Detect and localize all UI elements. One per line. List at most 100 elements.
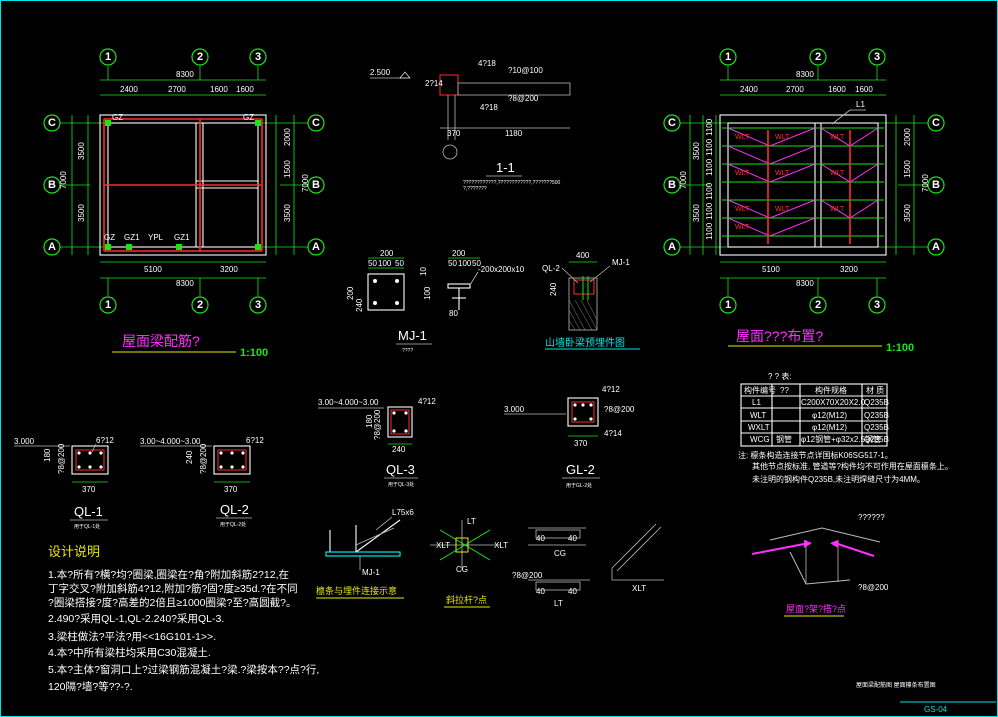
left-plan: 1 2 3 8300 2400 2700 1600 1600 C B A C B… [43,48,325,359]
member-label: WLT [735,170,750,177]
detail-label: XLT [436,541,450,550]
dim-text: 50 [472,259,481,268]
rebar-label: ?8@200 [57,443,66,474]
rebar-label: ?8@200 [508,94,539,103]
grid-label: 3 [255,51,261,63]
note-line: 1.本?所有?横?均?圈梁,圈梁在?角?附加斜筋2?12,在 [48,568,289,581]
section-1-1: 2.500 4?18 ?10@100 2?14 ?8@200 4?18 370 … [370,59,571,192]
table-cell: WXLT [748,423,770,432]
dim-text: 2700 [168,85,186,94]
detail-label: L75x6 [392,508,414,517]
dim-text: 2000 [283,128,292,146]
elevation-text: 3.00~4.000~3.00 [140,437,201,446]
table-cell: φ12钢管+φ32x2.5钢管 [801,434,881,444]
dim-text: 3200 [840,265,858,274]
dim-text: 1100 [705,222,714,240]
dim-text: 1500 [903,160,912,178]
dim-text: 2400 [120,85,138,94]
note-line: 120隔?墙?等??-?. [48,680,133,693]
rebar-label: 4?12 [418,397,436,406]
detail-label: MJ-1 [612,258,630,267]
grid-bubble-1 [99,48,117,66]
rebar-label: 4?18 [478,59,496,68]
purlin-connection-detail: L75x6 MJ-1 檩条与埋件连接示意 [316,508,414,599]
dim-text: 1100 [705,182,714,200]
dim-text: 7000 [59,171,68,189]
rebar-label: 4?12 [602,385,620,394]
dim-text: 1500 [283,160,292,178]
dim-text: 200 [452,249,466,258]
detail-title: 檩条与埋件连接示意 [316,585,397,596]
table-cell: Q235B [864,423,889,432]
section-subtitle: 用于GL-2处 [566,482,592,489]
member-label: WLT [775,170,790,177]
dim-text: 3500 [903,204,912,222]
grid-label: A [932,241,940,253]
callout-text: -200x200x10 [478,265,525,274]
dim-text: 8300 [796,279,814,288]
ql-3-section: 3.00~4.000~3.00 4?12 ?8@200 180 240 QL-3… [318,397,436,488]
dim-text: 40 [536,534,545,543]
dim-text: 8300 [176,279,194,288]
dim-text: 370 [447,129,461,138]
design-notes: 设计说明 1.本?所有?横?均?圈梁,圈梁在?角?附加斜筋2?12,在 丁字交叉… [48,544,319,693]
grid-label: 2 [197,299,203,311]
grid-label: 3 [255,299,261,311]
dim-text: 370 [574,439,588,448]
ql2-embed-detail: QL-2 400 MJ-1 240 山墙卧梁预埋件图 [542,251,640,350]
plan-scale: 1:100 [886,342,914,354]
dim-text: 80 [449,309,458,318]
dim-text: 240 [355,298,364,312]
table-cell: C200X70X20X2.0 [801,398,866,407]
grid-label: 2 [197,51,203,63]
left-plan-top-bubbles: 1 2 3 [99,48,267,80]
column-label: GZ1 [174,233,190,242]
dim-text: 50 [395,259,404,268]
rebar-label: 6?12 [246,436,264,445]
grid-label: A [48,241,56,253]
table-note: 注: 檩条构造连接节点详国标K06SG517-1。 [738,450,893,460]
grid-label: A [312,241,320,253]
member-label: WLT [830,134,845,141]
member-label: WLT [830,206,845,213]
column-label: GZ [104,233,115,242]
elevation-text: 2.500 [370,68,391,77]
detail-label: ?8@200 [858,583,889,592]
dim-text: 200 [380,249,394,258]
detail-title: 斜拉杆?点 [446,594,487,605]
detail-label: LT [554,599,563,608]
dim-text: 7000 [301,174,310,192]
rebar-label: 4?14 [604,429,622,438]
bracing-node-detail: LT XLT XLT CG 斜拉杆?点 [430,517,508,608]
grid-bubble-3 [249,48,267,66]
dim-text: 50 [448,259,457,268]
dim-text: 7000 [921,174,930,192]
dim-text: 5100 [144,265,162,274]
rebar-label: ?8@200 [604,405,635,414]
table-cell: φ12(M12) [812,423,847,432]
elevation-text: 3.000 [14,437,35,446]
dim-text: 1600 [236,85,254,94]
member-label: WLT [830,170,845,177]
grid-label: B [312,179,320,191]
dim-text: 370 [82,485,96,494]
rebar-label: ?10@100 [508,66,543,75]
drawing-title: 屋面梁配筋图 屋面檩条布置图 [856,681,936,689]
dim-text: 2000 [903,128,912,146]
dim-text: 240 [392,445,406,454]
note-line: ?圈梁搭接?度?高差的2倍且≥1000圈梁?至?高圆截?。 [48,596,297,609]
dim-text: 100 [458,259,472,268]
table-header: 构件编号 [744,385,776,395]
dim-text: 3500 [77,204,86,222]
dim-text: 180 [43,448,52,462]
table-header: 构件规格 [815,385,847,395]
dim-text: 1100 [705,138,714,156]
dim-text: 370 [224,485,238,494]
dim-text: 1600 [828,85,846,94]
tie-rod-slope-detail: XLT [611,523,664,593]
dim-text: 3500 [77,142,86,160]
parts-table: ? ? 表: 构件编号 ?? 构件规格 材 质 L1 C200X70X20X2.… [738,371,953,484]
table-cell: φ12(M12) [812,411,847,420]
roof-truss-detail: ?????? ?8@200 屋面?架?搭?点 [751,513,889,617]
